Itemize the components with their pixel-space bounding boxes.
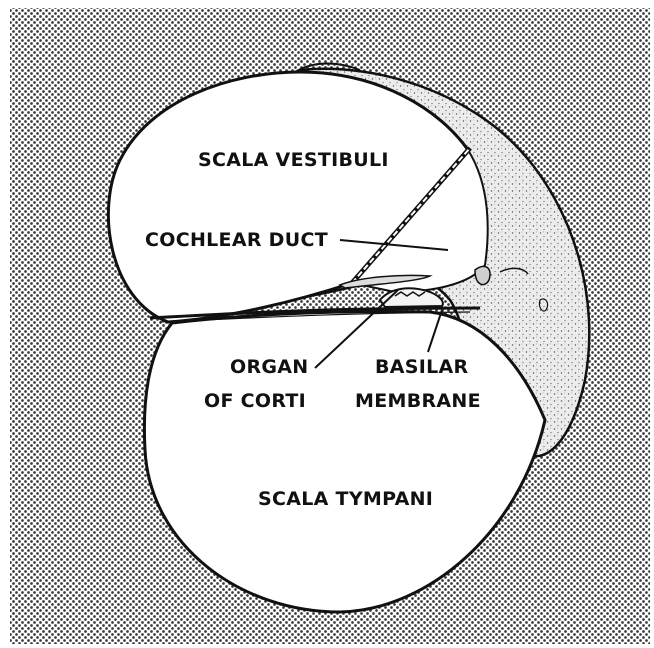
label-basilar-line1: BASILAR bbox=[375, 356, 469, 378]
label-organ-line1: ORGAN bbox=[230, 356, 308, 378]
label-organ-line2: OF CORTI bbox=[204, 390, 306, 412]
label-scala-tympani: SCALA TYMPANI bbox=[258, 488, 433, 510]
label-scala-vestibuli: SCALA VESTIBULI bbox=[198, 149, 389, 171]
label-basilar-line2: MEMBRANE bbox=[355, 390, 481, 412]
label-cochlear-duct: COCHLEAR DUCT bbox=[145, 229, 328, 251]
